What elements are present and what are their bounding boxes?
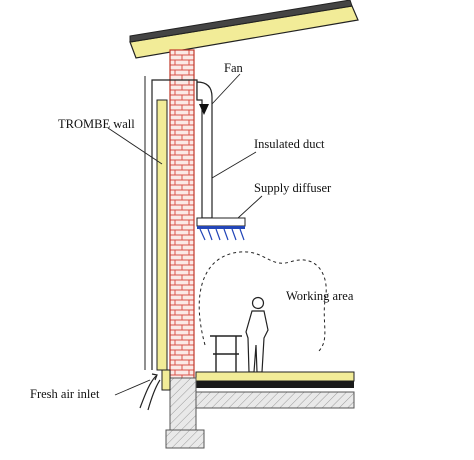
fresh-air-inlet-label: Fresh air inlet: [30, 387, 100, 401]
foundation: [161, 369, 205, 449]
trombe-wall-label: TROMBE wall: [58, 117, 135, 131]
fan-icon: [199, 104, 209, 115]
base-insulation: [161, 369, 171, 391]
brick-column: [169, 49, 195, 381]
table-icon: [210, 335, 242, 372]
fresh-air-arrows: [139, 373, 161, 411]
duct-body: [196, 81, 213, 219]
supply-diffuser: [196, 217, 246, 241]
supply-diffuser-label: Supply diffuser: [254, 181, 332, 195]
floor: [195, 371, 355, 409]
insulated-duct-label: Insulated duct: [254, 137, 325, 151]
insulated-duct: [196, 81, 213, 219]
foundation-footing: [165, 429, 205, 449]
working-area-boundary: [198, 251, 327, 353]
working-area-label: Working area: [286, 289, 354, 303]
fan-label: Fan: [224, 61, 244, 75]
person-icon: [245, 296, 269, 373]
brick-wall: [169, 49, 195, 381]
trombe-wall-layer: [156, 99, 168, 371]
foundation-wall: [169, 377, 197, 431]
ground-layer: [195, 391, 355, 409]
floor-insulation: [195, 371, 355, 382]
diffuser-body: [196, 217, 246, 227]
diffuser-blue-strip: [197, 226, 245, 229]
leader-lines: [107, 73, 263, 396]
roof-cover: [129, 0, 353, 43]
floor-slab: [196, 381, 354, 388]
airflow-arrows: [199, 228, 245, 241]
roof: [129, 0, 359, 59]
